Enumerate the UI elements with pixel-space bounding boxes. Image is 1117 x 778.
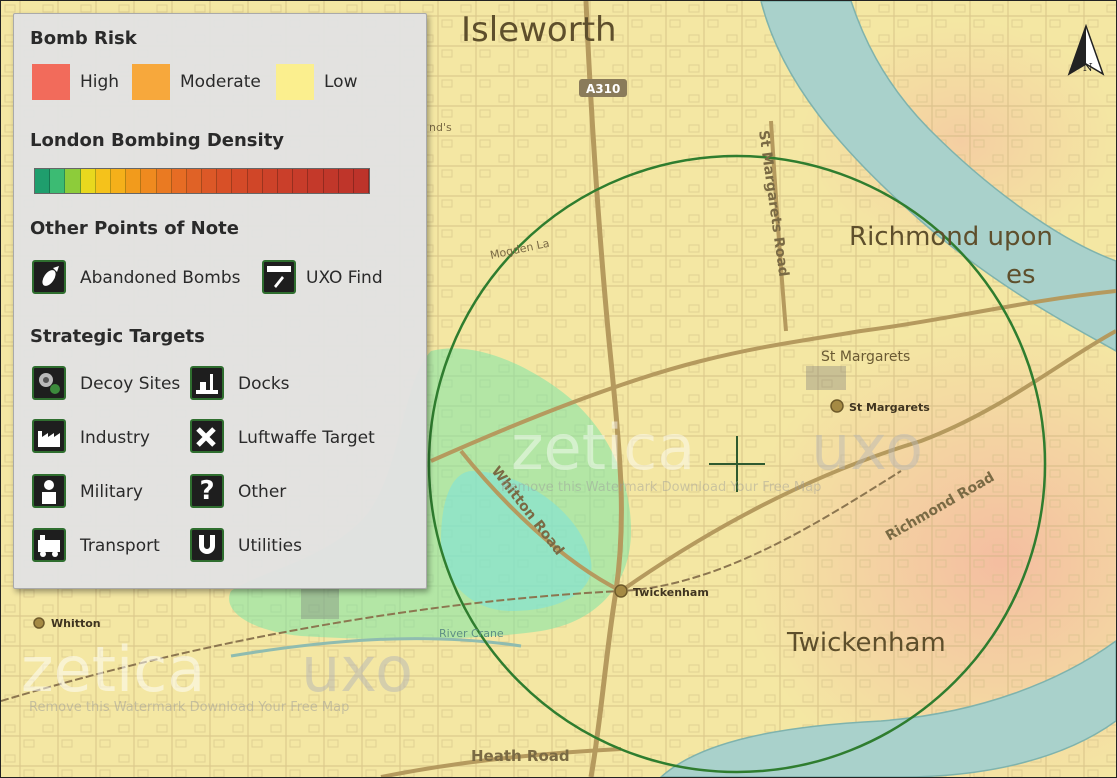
road-whitton: [459, 449, 622, 593]
points-of-note-title: Other Points of Note: [30, 218, 239, 239]
bomb-risk-title: Bomb Risk: [30, 28, 137, 49]
isleworth-label: Isleworth: [461, 10, 617, 50]
industry-icon[interactable]: [32, 419, 66, 453]
utilities-label: Utilities: [238, 536, 302, 556]
road-a310: [583, 1, 624, 777]
density-step-16: [278, 169, 294, 193]
richmond-label: Richmond upon: [849, 222, 1053, 252]
map-legend: Bomb Risk High Moderate Low London Bombi…: [13, 13, 427, 589]
river-crane-label: River Crane: [439, 627, 504, 640]
svg-text:Remove this Watermark Download: Remove this Watermark Download Your Free…: [501, 480, 821, 495]
density-step-13: [232, 169, 248, 193]
other-question-icon[interactable]: ?: [190, 474, 224, 508]
luftwaffe-target-icon[interactable]: [190, 419, 224, 453]
uxo-find-label: UXO Find: [306, 268, 383, 288]
svg-text:zetica: zetica: [511, 411, 695, 484]
high-risk-swatch: [32, 64, 70, 100]
low-risk-swatch: [276, 64, 314, 100]
transport-icon[interactable]: [32, 528, 66, 562]
site-location-crosshair: [709, 436, 765, 492]
density-step-0: [35, 169, 51, 193]
road-richmond: [619, 329, 1116, 593]
density-step-5: [110, 169, 127, 193]
decoy-site-icon[interactable]: [32, 366, 66, 400]
density-step-21: [353, 169, 370, 193]
search-radius-circle: [427, 154, 1047, 774]
north-arrow-icon: N: [1067, 23, 1105, 76]
watermark-center: zetica uxo Remove this Watermark Downloa…: [501, 411, 923, 495]
road-cross: [430, 289, 1116, 463]
twickenham-label: Twickenham: [786, 628, 946, 658]
other-label: Other: [238, 482, 287, 502]
moderate-risk-label: Moderate: [180, 72, 261, 92]
road-st-margarets: [769, 120, 788, 332]
density-step-18: [308, 169, 324, 193]
density-step-15: [262, 169, 278, 193]
road-heath: [380, 747, 622, 777]
svg-text:uxo: uxo: [811, 411, 923, 484]
st-margarets-station-label: St Margarets: [849, 401, 930, 414]
decoy-sites-label: Decoy Sites: [80, 374, 181, 394]
high-risk-label: High: [80, 72, 120, 92]
whitton-station-marker: [33, 617, 45, 629]
heath-road-label: Heath Road: [471, 747, 570, 765]
whitton-label: Whitton: [51, 617, 101, 630]
richmond-label-2: es: [1006, 260, 1036, 290]
svg-text:zetica: zetica: [21, 633, 205, 706]
military-label: Military: [80, 482, 143, 502]
moderate-risk-swatch: [132, 64, 170, 100]
density-step-2: [65, 169, 81, 193]
svg-text:uxo: uxo: [301, 633, 413, 706]
density-step-8: [156, 169, 172, 193]
abandoned-bombs-label: Abandoned Bombs: [80, 268, 241, 288]
bombing-density-title: London Bombing Density: [30, 130, 285, 151]
density-step-9: [171, 169, 187, 193]
docks-label: Docks: [238, 374, 290, 394]
density-step-1: [50, 169, 66, 193]
twickenham-station-label: Twickenham: [633, 586, 709, 599]
svg-text:Remove this Watermark Download: Remove this Watermark Download Your Free…: [29, 700, 349, 715]
military-icon[interactable]: [32, 474, 66, 508]
river-thames-south: [659, 640, 1116, 777]
railway-line: [1, 470, 902, 702]
density-step-12: [217, 169, 233, 193]
density-zone-cyan: [441, 471, 592, 611]
low-risk-label: Low: [324, 72, 358, 92]
density-step-4: [95, 169, 111, 193]
utilities-icon[interactable]: [190, 528, 224, 562]
twickenham-station-marker: [614, 584, 628, 598]
small-place-label: nd's: [429, 121, 452, 134]
uxo-find-icon[interactable]: [262, 260, 296, 294]
density-step-6: [126, 169, 142, 193]
density-step-3: [80, 169, 96, 193]
transport-label: Transport: [80, 536, 160, 556]
density-step-7: [141, 169, 157, 193]
svg-text:N: N: [1083, 61, 1093, 74]
watermark-lower-left: zetica uxo Remove this Watermark Downloa…: [21, 633, 413, 715]
density-step-14: [247, 169, 263, 193]
abandoned-bomb-icon[interactable]: [32, 260, 66, 294]
industry-label: Industry: [80, 428, 150, 448]
density-step-17: [293, 169, 309, 193]
density-step-11: [202, 169, 218, 193]
a310-shield: [579, 79, 627, 97]
strategic-targets-title: Strategic Targets: [30, 326, 205, 347]
density-step-20: [338, 169, 354, 193]
building-silhouette: [301, 366, 846, 619]
luftwaffe-target-label: Luftwaffe Target: [238, 428, 375, 448]
river-thames-north: [760, 1, 1116, 352]
bombing-density-scale: [34, 168, 370, 194]
density-step-10: [186, 169, 203, 193]
st-margarets-station-marker: [830, 399, 844, 413]
st-margarets-area-label: St Margarets: [821, 349, 910, 365]
river-crane: [230, 637, 522, 658]
docks-icon[interactable]: [190, 366, 224, 400]
a310-label: A310: [586, 82, 620, 96]
density-step-19: [323, 169, 339, 193]
